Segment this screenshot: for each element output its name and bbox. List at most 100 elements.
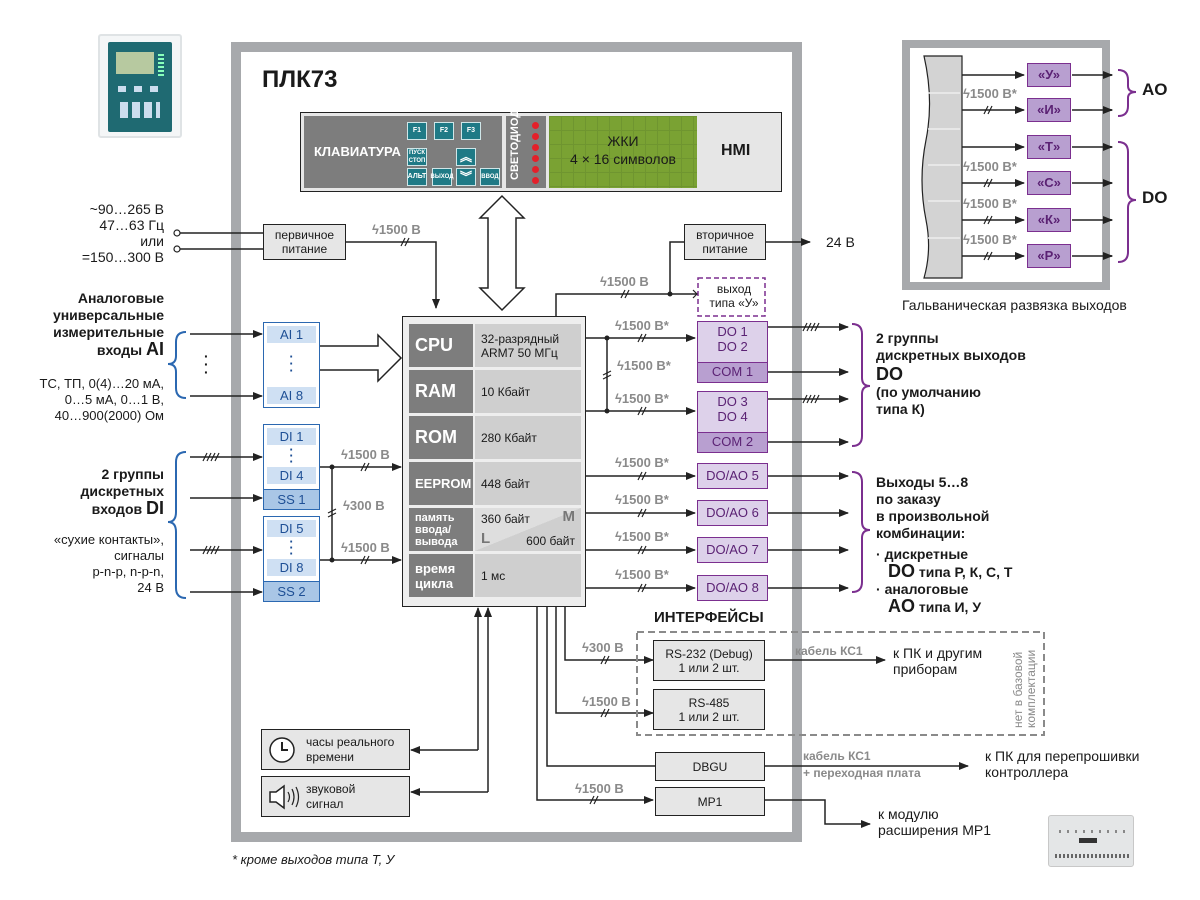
led-column xyxy=(532,122,539,188)
lcd-subtitle: 4 × 16 символов xyxy=(570,151,676,167)
key-f2[interactable]: F2 xyxy=(434,122,454,140)
galvanic-output-type: «У» xyxy=(1027,63,1071,87)
key-down[interactable]: ︾ xyxy=(456,168,476,186)
com1-cell: COM 1 xyxy=(698,362,767,382)
di-group1-dots: ··· xyxy=(289,442,294,469)
doao-bullet-2-detail: AO типа И, У xyxy=(888,596,982,616)
galvanic-isolation-label: ϟ1500 В* xyxy=(963,232,1017,247)
do-group-1: DO 1 DO 2 COM 1 xyxy=(697,321,768,383)
ss1-cell: SS 1 xyxy=(264,489,319,509)
led-indicator xyxy=(532,122,539,129)
di-group1-isolation: ϟ1500 В xyxy=(341,447,390,462)
dbgu-box: DBGU xyxy=(655,752,765,781)
type-u-box xyxy=(697,277,766,317)
leds-panel: СВЕТОДИОДЫ xyxy=(506,99,546,188)
di-title: 2 группы дискретных входов DI xyxy=(20,466,165,518)
galvanic-output-type: «И» xyxy=(1027,98,1071,122)
ai-cell-last: AI 8 xyxy=(267,387,316,404)
rs232-isolation: ϟ300 В xyxy=(582,640,624,655)
ai-title-line-1: Аналоговые xyxy=(77,290,164,306)
io-memory-row: память ввода/ вывода 360 байт M L 600 ба… xyxy=(409,508,581,551)
io-memory-m-value: 360 байт xyxy=(481,512,530,526)
secondary-power-label: вторичное питание xyxy=(696,228,754,256)
ram-row: RAM 10 Кбайт xyxy=(409,370,581,413)
doao-bullet-2: · аналоговые xyxy=(876,581,969,597)
do-between-isolation: ϟ1500 В* xyxy=(617,358,671,373)
mp1-target: к модулю расширения МР1 xyxy=(878,806,991,838)
dbgu-target-line-2: контроллера xyxy=(985,764,1069,780)
di-description: «сухие контакты», сигналы p-n-p, n-p-n, … xyxy=(10,532,164,596)
rs232-cable-label: кабель КС1 xyxy=(795,644,863,658)
eeprom-label: EEPROM xyxy=(409,462,473,505)
cpu-label: CPU xyxy=(409,324,473,367)
di-group-2: DI 5 ··· DI 8 SS 2 xyxy=(263,516,320,602)
rom-label: ROM xyxy=(409,416,473,459)
di-desc-line-4: 24 В xyxy=(137,580,164,595)
interfaces-title: ИНТЕРФЕЙСЫ xyxy=(654,609,764,626)
secondary-power-box: вторичное питание xyxy=(684,224,766,260)
hmi-panel: КЛАВИАТУРА F1 F2 F3 ПУСК СТОП ︽ АЛЬТ ВЫХ… xyxy=(300,99,782,192)
rom-value: 280 Кбайт xyxy=(475,416,581,459)
di-cell-5: DI 5 xyxy=(267,520,316,537)
hmi-bus-arrow xyxy=(478,194,526,312)
doao-bullet-1-detail: DO типа Р, К, С, Т xyxy=(888,561,1013,581)
di-group2-dots: ··· xyxy=(289,534,294,561)
galvanic-output-type: «Т» xyxy=(1027,135,1071,159)
power-input-line-2: 47…63 Гц xyxy=(99,217,164,233)
dbgu-cable-label: кабель КС1 xyxy=(803,749,871,763)
keyboard-label: КЛАВИАТУРА xyxy=(314,144,401,159)
doao5-isolation: ϟ1500 В* xyxy=(615,455,669,470)
cycle-time-value: 1 мс xyxy=(475,554,581,597)
galvanic-isolation-label: ϟ1500 В* xyxy=(963,86,1017,101)
power-input-line-3: или xyxy=(140,233,164,249)
eeprom-row: EEPROM 448 байт xyxy=(409,462,581,505)
di-title-line-2: дискретных xyxy=(80,483,165,499)
cycle-time-row: время цикла 1 мс xyxy=(409,554,581,597)
key-enter[interactable]: ВВОД xyxy=(480,168,500,186)
plc73-device-photo xyxy=(98,34,182,138)
ai-title-line-2: универсальные xyxy=(52,307,164,323)
key-up[interactable]: ︽ xyxy=(456,148,476,166)
key-start-stop[interactable]: ПУСК СТОП xyxy=(407,148,427,166)
led-indicator xyxy=(532,155,539,162)
hmi-label: HMI xyxy=(721,142,751,159)
key-alt[interactable]: АЛЬТ xyxy=(407,168,427,186)
doao6-cell: DO/AO 6 xyxy=(697,500,768,526)
galvanic-group-ao: AO xyxy=(1142,80,1168,99)
terminal-strip xyxy=(921,55,963,279)
rs232-count: 1 или 2 шт. xyxy=(678,660,740,675)
galvanic-caption: Гальваническая развязка выходов xyxy=(902,297,1127,313)
doao8-cell: DO/AO 8 xyxy=(697,575,768,601)
di-cell-1: DI 1 xyxy=(267,428,316,445)
doao5-cell: DO/AO 5 xyxy=(697,463,768,489)
galvanic-group-do: DO xyxy=(1142,188,1168,207)
doao8-isolation: ϟ1500 В* xyxy=(615,567,669,582)
led-indicator xyxy=(532,133,539,140)
ai-title-line-3: измерительные xyxy=(53,324,164,340)
ss2-cell: SS 2 xyxy=(264,581,319,601)
doao-desc-line-3: в произвольной xyxy=(876,508,990,524)
mp1-isolation: ϟ1500 В xyxy=(575,781,624,796)
io-memory-l-tag: L xyxy=(481,530,491,547)
leds-label: СВЕТОДИОДЫ xyxy=(509,99,521,180)
optional-note: нет в базовой комплектации xyxy=(1011,649,1038,728)
ai-block: AI 1 ··· AI 8 xyxy=(263,322,320,408)
rs232-target: к ПК и другим приборам xyxy=(893,645,982,677)
primary-power-isolation: ϟ1500 В xyxy=(372,222,421,237)
ai-title-line-4: входы AI xyxy=(96,339,164,359)
galvanic-output-type: «С» xyxy=(1027,171,1071,195)
key-exit[interactable]: ВЫХОД xyxy=(431,168,453,186)
type-u-output-label: выход типа «У» xyxy=(709,282,759,310)
keyboard-panel: КЛАВИАТУРА F1 F2 F3 ПУСК СТОП ︽ АЛЬТ ВЫХ… xyxy=(304,116,502,188)
rom-row: ROM 280 Кбайт xyxy=(409,416,581,459)
doao-bullet-1: · дискретные xyxy=(876,546,969,562)
key-f3[interactable]: F3 xyxy=(461,122,481,140)
power-input-line-1: ~90…265 В xyxy=(89,201,164,217)
key-f1[interactable]: F1 xyxy=(407,122,427,140)
do2-cell: DO 2 xyxy=(717,339,748,354)
doao-desc-line-4: комбинации: xyxy=(876,525,966,541)
di-cell-4: DI 4 xyxy=(267,467,316,484)
speaker-icon xyxy=(269,784,300,810)
